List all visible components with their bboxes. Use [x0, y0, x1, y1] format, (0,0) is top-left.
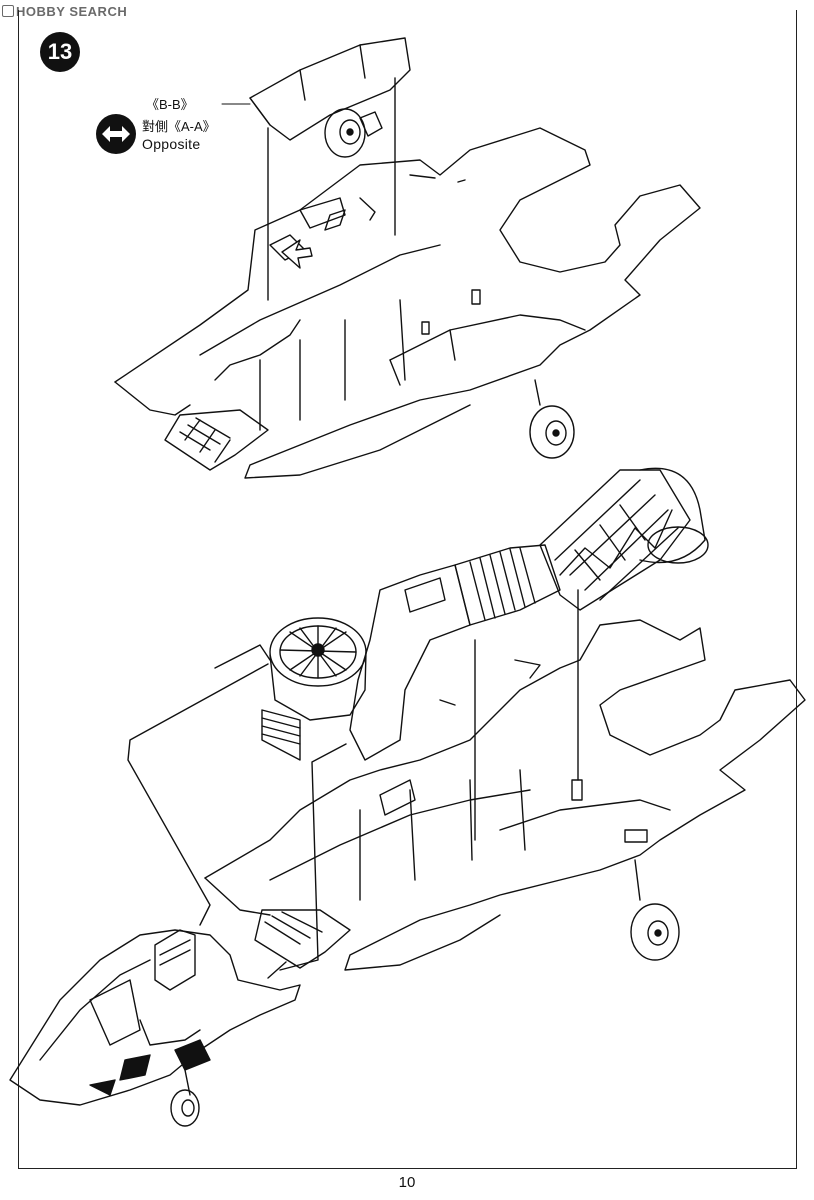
watermark-logo-icon [2, 5, 14, 17]
watermark-text: HOBBY SEARCH [16, 4, 128, 19]
note-opposite-chinese: 對側《A-A》 [142, 119, 216, 134]
note-part-label: 《B-B》 [146, 97, 194, 112]
intake-duct-part [127, 467, 709, 971]
step-number-badge: 13 [40, 32, 80, 72]
upper-fuselage-half [114, 127, 701, 479]
note-opposite-english: Opposite [142, 136, 201, 152]
page-number: 10 [398, 1174, 416, 1191]
lower-fuselage-half [204, 619, 806, 971]
nose-cockpit-section [9, 929, 301, 1127]
double-arrow-icon [96, 114, 136, 154]
assembly-illustration [9, 37, 806, 1127]
watermark: HOBBY SEARCH [2, 4, 127, 19]
upper-cover-part [221, 37, 411, 301]
page-frame [18, 10, 797, 1169]
